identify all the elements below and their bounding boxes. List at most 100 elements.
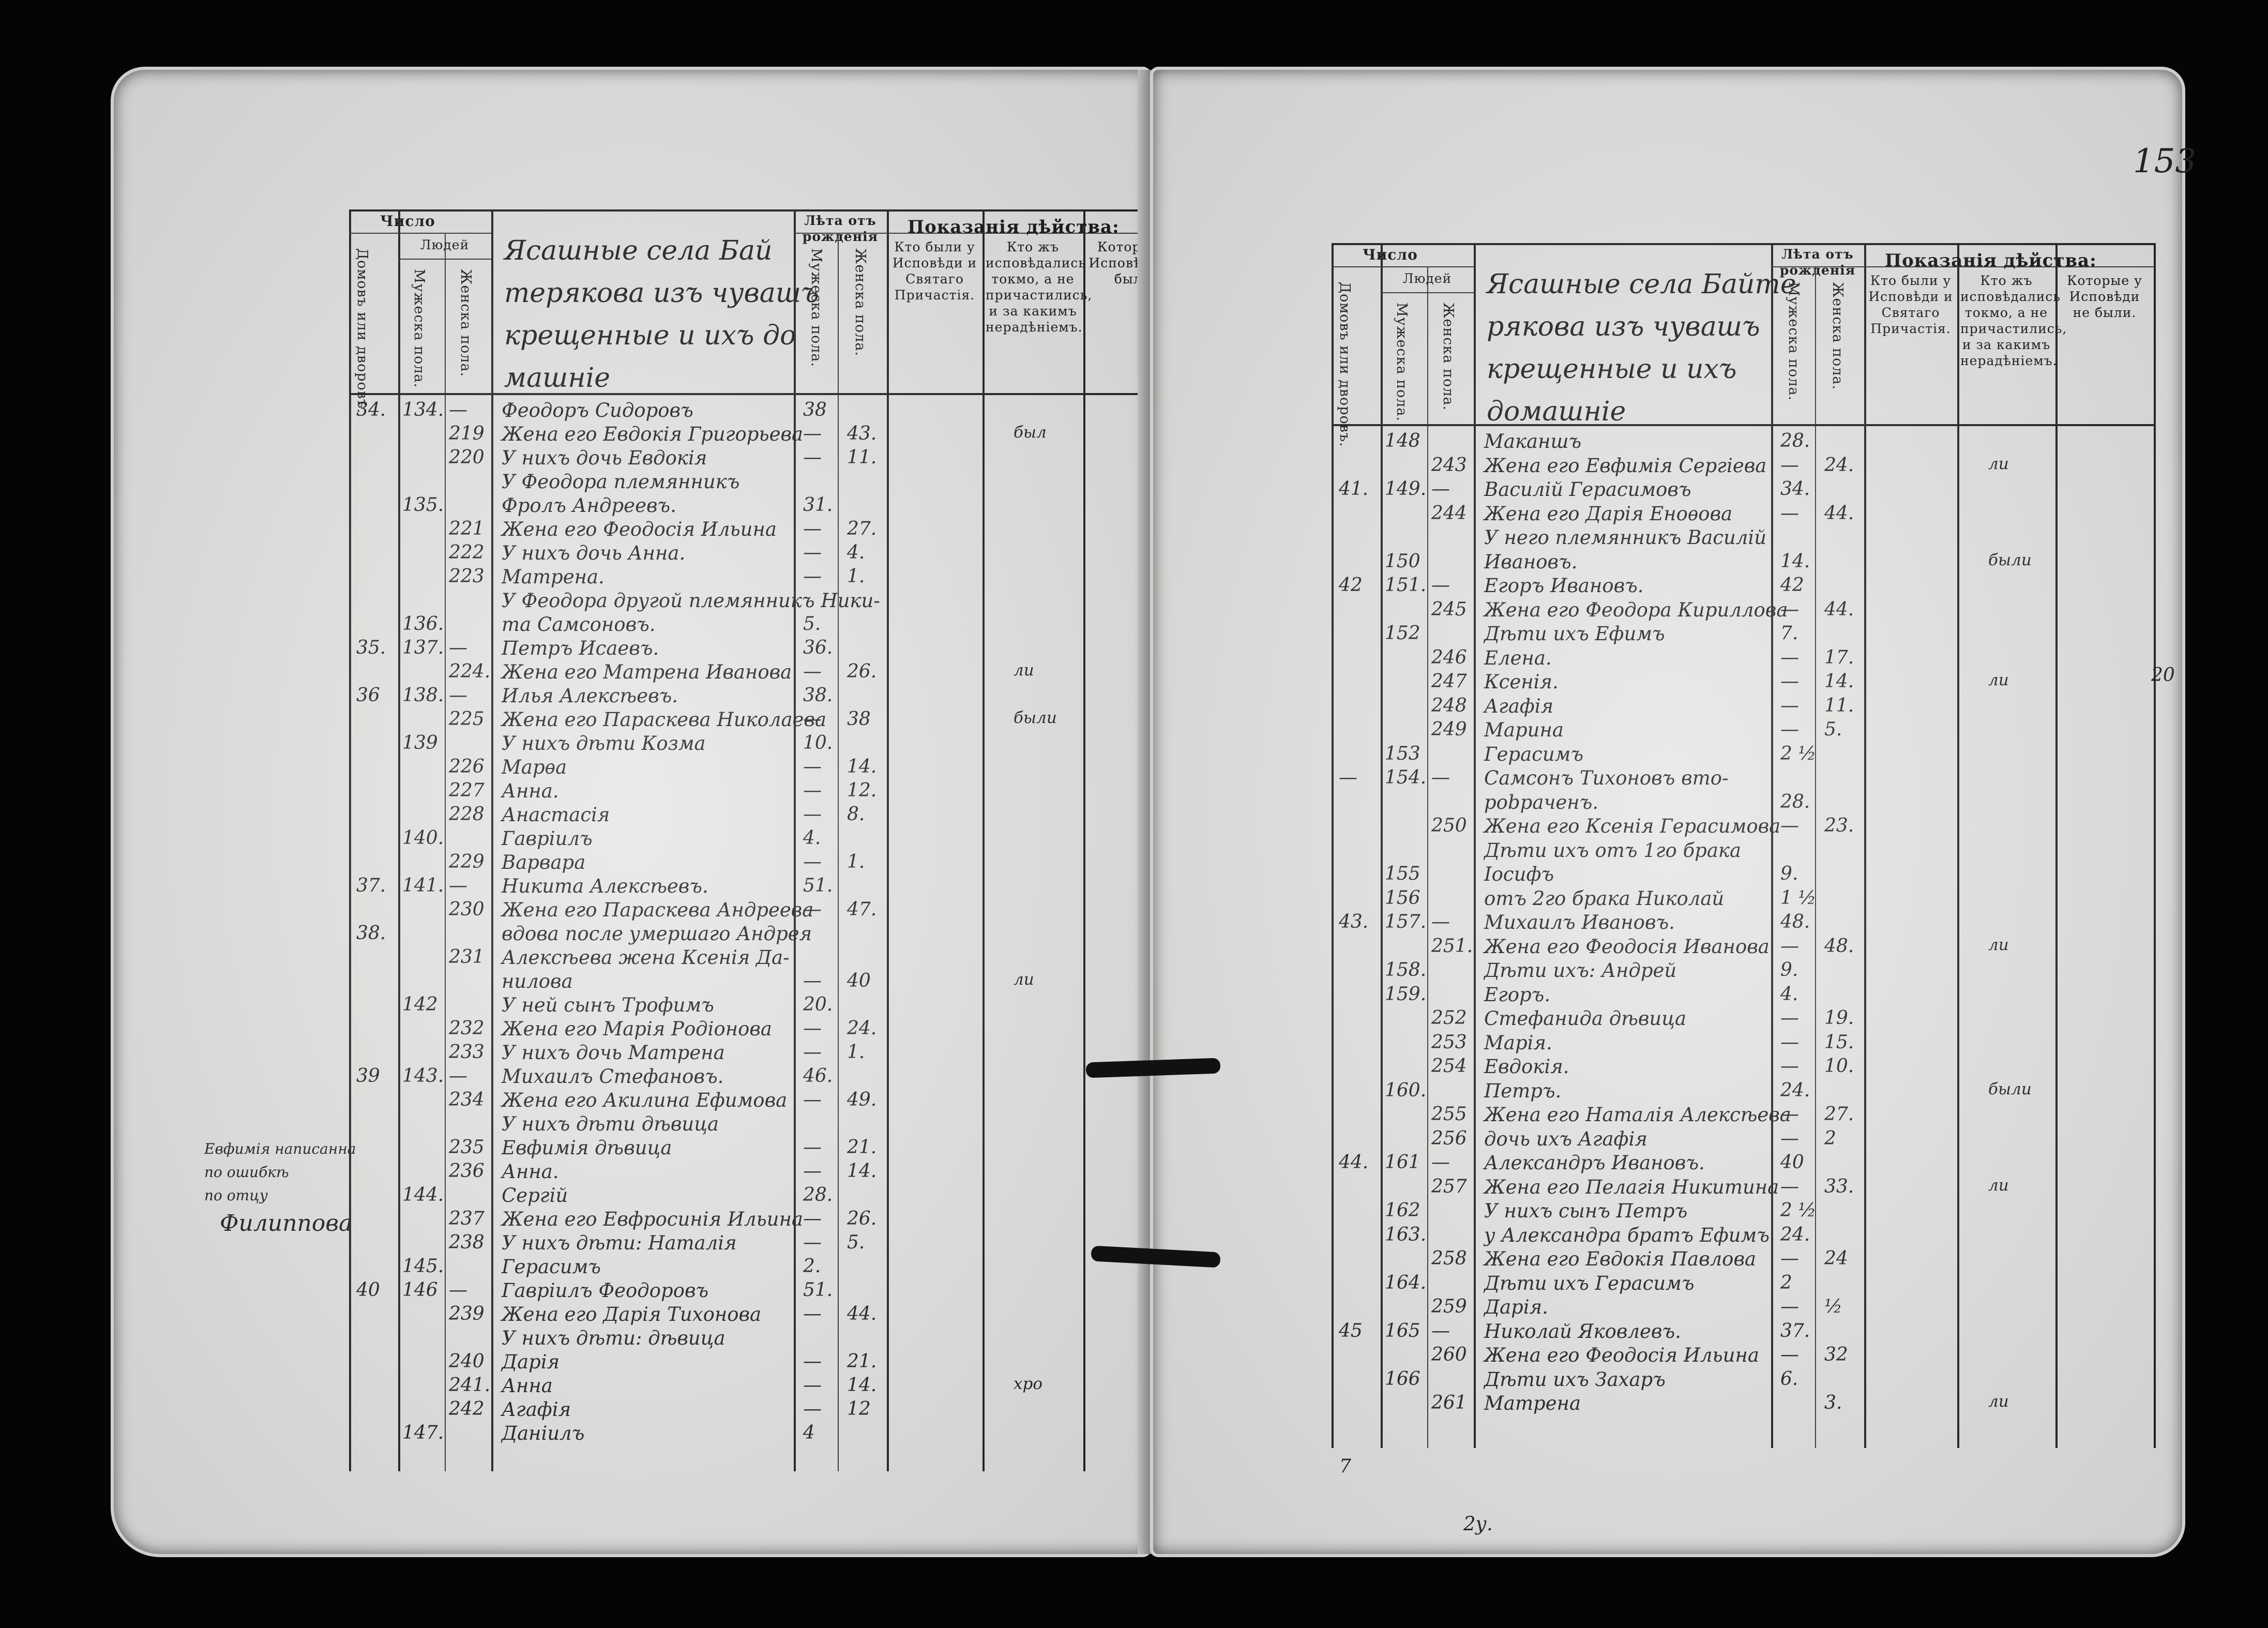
female-count: 244 <box>1431 502 1467 524</box>
female-count: 239 <box>449 1303 485 1324</box>
male-age: 42 <box>1780 575 1804 596</box>
female-count: 259 <box>1431 1296 1467 1317</box>
person-name: Дѣти ихъ Захаръ <box>1484 1368 1666 1391</box>
male-count: 139 <box>402 732 438 753</box>
female-count: 230 <box>449 899 485 920</box>
female-count: 233 <box>449 1042 485 1063</box>
person-name: Жена его Феодосія Ильина <box>1484 1344 1759 1366</box>
female-age: ½ <box>1824 1296 1842 1317</box>
female-age: 44. <box>1824 598 1854 620</box>
confession-mark: ли <box>1988 935 2009 954</box>
house-number: 36 <box>356 685 380 706</box>
female-age: 17. <box>1824 646 1854 668</box>
female-count: 247 <box>1431 671 1467 692</box>
person-name: Сергій <box>502 1184 568 1207</box>
female-age: 11. <box>847 447 877 468</box>
male-age: 46. <box>803 1065 833 1087</box>
person-name: У нихъ дочь Матрена <box>502 1042 725 1064</box>
female-count: — <box>449 875 467 896</box>
male-age: 48. <box>1780 911 1810 932</box>
male-age: — <box>803 1208 822 1229</box>
female-count: — <box>449 399 467 420</box>
person-name: У нихъ дѣти: дѣвица <box>502 1327 725 1349</box>
header-domov: Домовъ или дворовъ. <box>1337 282 1353 447</box>
male-age: — <box>803 1018 822 1039</box>
female-age: 24. <box>847 1018 877 1039</box>
person-name: Гавріилъ Феодоровъ <box>502 1279 709 1302</box>
register-row: 241.Анна—14.хро <box>349 1375 1187 1398</box>
register-title-line: машніе <box>504 363 611 394</box>
register-row: Дѣти ихъ отъ 1го брака <box>1332 839 2154 864</box>
column-rule <box>887 209 889 1471</box>
female-count: 251. <box>1431 935 1473 957</box>
person-name: Герасимъ <box>1484 743 1584 765</box>
header-leta: Лѣта отъ рожденія <box>1779 247 1856 278</box>
chislo-sub-rule <box>349 233 491 234</box>
header-leta-z: Женска пола. <box>1829 282 1846 390</box>
male-count: 157. <box>1385 911 1427 932</box>
male-count: 145. <box>402 1256 444 1277</box>
house-number: 41. <box>1339 478 1369 500</box>
column-rule <box>349 209 351 1471</box>
confession-mark: ли <box>1988 1392 2009 1411</box>
header-lyudey: Людей <box>420 237 470 252</box>
female-count: — <box>449 1279 467 1301</box>
person-name: У нихъ сынъ Петръ <box>1484 1200 1688 1222</box>
confession-mark: ли <box>1014 661 1034 680</box>
person-name: У нихъ дѣти дѣвица <box>502 1113 719 1135</box>
register-title-line: рякова изъ чувашъ <box>1487 311 1760 342</box>
person-name: Самсонъ Тихоновъ вто- <box>1484 767 1729 789</box>
female-count: — <box>1431 767 1450 788</box>
female-count: 237 <box>449 1208 485 1229</box>
person-name: Евфимія дѣвица <box>502 1137 672 1159</box>
person-name: Дѣти ихъ Герасимъ <box>1484 1272 1695 1294</box>
register-row: 160.Петръ.24.были <box>1332 1080 2154 1104</box>
male-count: 136. <box>402 613 444 635</box>
male-age: — <box>803 1351 822 1372</box>
male-age: 4. <box>803 827 821 849</box>
female-age: 27. <box>1824 1104 1854 1125</box>
female-age: 5. <box>847 1232 865 1253</box>
person-name: Дѣти ихъ: Андрей <box>1484 959 1677 982</box>
confession-mark: были <box>1988 550 2032 569</box>
person-name: рobраченъ. <box>1484 791 1599 813</box>
male-age: — <box>803 1089 822 1110</box>
register-row: 136.та Самсоновъ.5. <box>349 613 1187 637</box>
column-rule <box>1083 209 1085 1471</box>
male-age: 2. <box>803 1256 821 1277</box>
person-name: Жена его Параскева Николаева <box>502 709 827 731</box>
male-age: — <box>1780 1056 1799 1077</box>
register-row: 251.Жена его Феодосія Иванова—48.ли <box>1332 936 2154 960</box>
female-age: 27. <box>847 518 877 539</box>
margin-note-line: по ошибкѣ <box>204 1164 289 1181</box>
male-age: 51. <box>803 875 833 896</box>
male-age: 2 ½ <box>1780 1200 1817 1221</box>
male-age: — <box>1780 815 1799 836</box>
person-name: Матрена. <box>502 566 604 588</box>
male-age: — <box>1780 598 1799 620</box>
header-col-only-confessed: Кто жъ исповѣдались токмо, а не причасти… <box>1960 273 2067 368</box>
person-name: Матрена <box>1484 1392 1581 1414</box>
person-name: Дѣти ихъ Ефимъ <box>1484 623 1665 645</box>
male-age: — <box>1780 1248 1799 1269</box>
pokaz-sub-rule <box>1864 266 2154 267</box>
male-age: 28. <box>803 1184 833 1205</box>
header-pokazaniya: Показанія дѣйства: <box>1885 250 2097 271</box>
female-count: 260 <box>1431 1344 1467 1365</box>
person-name: Марѳа <box>502 756 567 778</box>
person-name: У нихъ дочь Евдокія <box>502 447 707 469</box>
house-number: 40 <box>356 1279 380 1301</box>
female-count: 229 <box>449 851 485 872</box>
male-age: — <box>803 780 822 801</box>
